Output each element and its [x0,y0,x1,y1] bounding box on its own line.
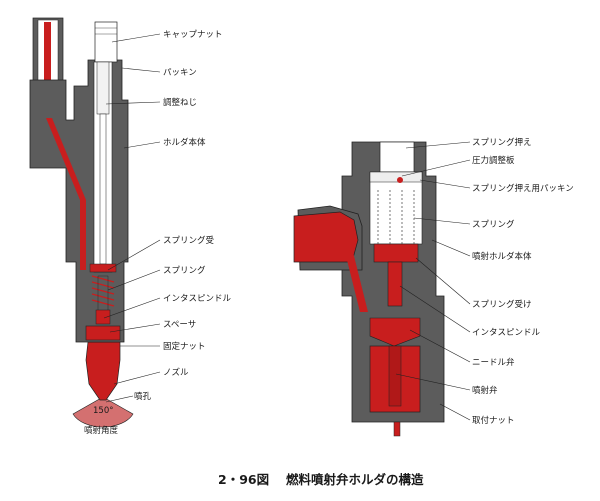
left-labels: キャップナット パッキン 調整ねじ ホルダ本体 スプリング受 スプリング インタ… [84,30,232,436]
label-right-inter-spindle: インタスピンドル [472,328,541,338]
label-inter-spindle: インタスピンドル [163,294,232,304]
label-adjusting-screw: 調整ねじ [163,97,197,108]
label-pressure-adjust-plate: 圧力調整板 [472,155,515,166]
label-injection-valve: 噴射弁 [472,385,498,396]
label-right-spring-seat: スプリング受け [472,299,532,310]
label-holder-body: ホルダ本体 [163,137,206,148]
label-packing: パッキン [163,68,197,78]
left-leader-lines [103,33,161,403]
figure-caption: 2・96図 燃料噴射弁ホルダの構造 [218,472,424,487]
label-needle-valve: ニードル弁 [472,357,515,368]
label-cap-nut: キャップナット [163,30,223,40]
label-spring-retainer-packing: スプリング押え用パッキン [472,183,574,194]
label-spray-angle: 噴射角度 [84,425,119,436]
caption-number: 2・96図 [218,472,269,487]
label-spring-retainer: スプリング押え [472,137,532,148]
label-nozzle: ノズル [163,367,189,378]
label-mounting-nut: 取付ナット [472,415,515,426]
right-labels: スプリング押え 圧力調整板 スプリング押え用パッキン スプリング 噴射ホルダ本体… [472,137,574,426]
label-spray-angle-value: 150° [93,406,113,416]
right-leader-lines [395,141,471,421]
label-injector-holder-body: 噴射ホルダ本体 [472,251,532,262]
label-right-spring: スプリング [472,219,515,230]
right-injector-drawing [293,141,445,437]
label-retaining-nut: 固定ナット [163,341,206,352]
label-spring-seat: スプリング受 [163,235,215,246]
label-spring: スプリング [163,265,206,276]
label-spacer: スペーサ [163,320,196,330]
left-injector-drawing [29,17,134,428]
caption-title: 燃料噴射弁ホルダの構造 [286,472,424,487]
label-spray-hole: 噴孔 [134,391,152,402]
